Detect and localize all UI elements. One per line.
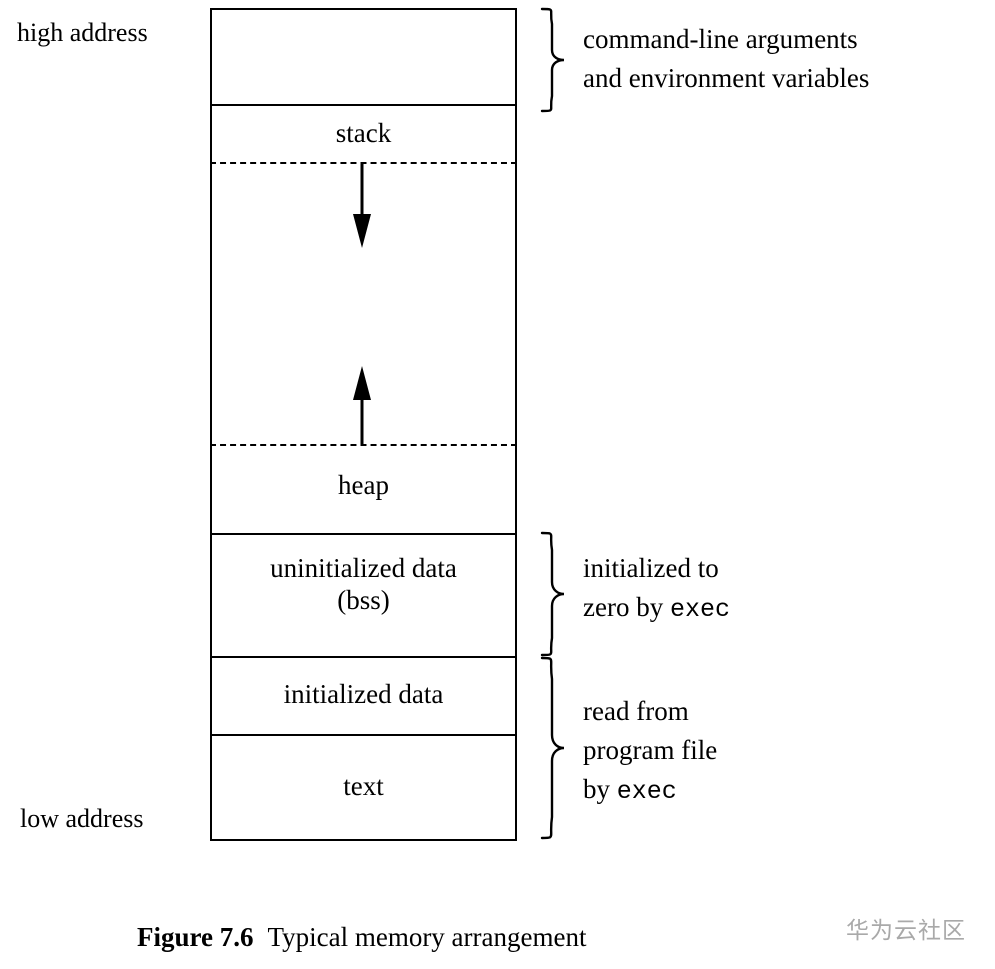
figure-caption-text: Typical memory arrangement — [267, 922, 587, 952]
annotation-args-env-line1: command-line arguments — [583, 24, 858, 54]
watermark-text: 华为云社区 — [846, 918, 966, 944]
annotation-text-line1: read from — [583, 696, 689, 726]
annotation-args-env: command-line arguments and environment v… — [583, 20, 869, 98]
segment-label-bss-line1: uninitialized data — [270, 553, 457, 583]
annotation-bss-line1: initialized to — [583, 553, 719, 583]
segment-label-initialized-data: initialized data — [283, 679, 444, 709]
annotation-text-line2: program file — [583, 734, 718, 765]
brace-text-segment-icon — [540, 656, 565, 840]
divider-data-text — [210, 734, 517, 736]
segment-label-bss-line2: (bss) — [337, 584, 390, 615]
annotation-bss-exec-code: exec — [669, 594, 730, 624]
annotation-bss-line2: zero by exec — [583, 588, 730, 628]
segment-label-text: text — [343, 771, 384, 801]
annotation-text-exec-code: exec — [616, 776, 677, 806]
brace-args-env-icon — [540, 7, 565, 113]
high-address-label: high address — [17, 18, 148, 47]
figure-caption-number: Figure 7.6 — [137, 922, 254, 952]
low-address-label: low address — [20, 804, 144, 833]
divider-args-stack — [210, 104, 517, 106]
segment-label-bss: uninitialized data (bss) — [210, 553, 517, 617]
segment-label-stack: stack — [335, 118, 392, 148]
annotation-text-segment: read from program file by exec — [583, 692, 717, 810]
segment-label-heap: heap — [338, 470, 389, 500]
annotation-text-line3-prefix: by — [583, 773, 617, 804]
annotation-text-line3: by exec — [583, 770, 717, 810]
annotation-bss: initialized to zero by exec — [583, 549, 730, 628]
annotation-args-env-line2: and environment variables — [583, 62, 870, 93]
heap-growth-up-arrow-icon — [353, 366, 371, 446]
stack-growth-down-arrow-icon — [353, 162, 371, 248]
figure-caption: Figure 7.6 Typical memory arrangement — [137, 922, 586, 953]
annotation-bss-line2-prefix: zero by — [583, 591, 670, 622]
brace-bss-icon — [540, 531, 565, 657]
divider-heap-bss — [210, 533, 517, 535]
divider-bss-data — [210, 656, 517, 658]
